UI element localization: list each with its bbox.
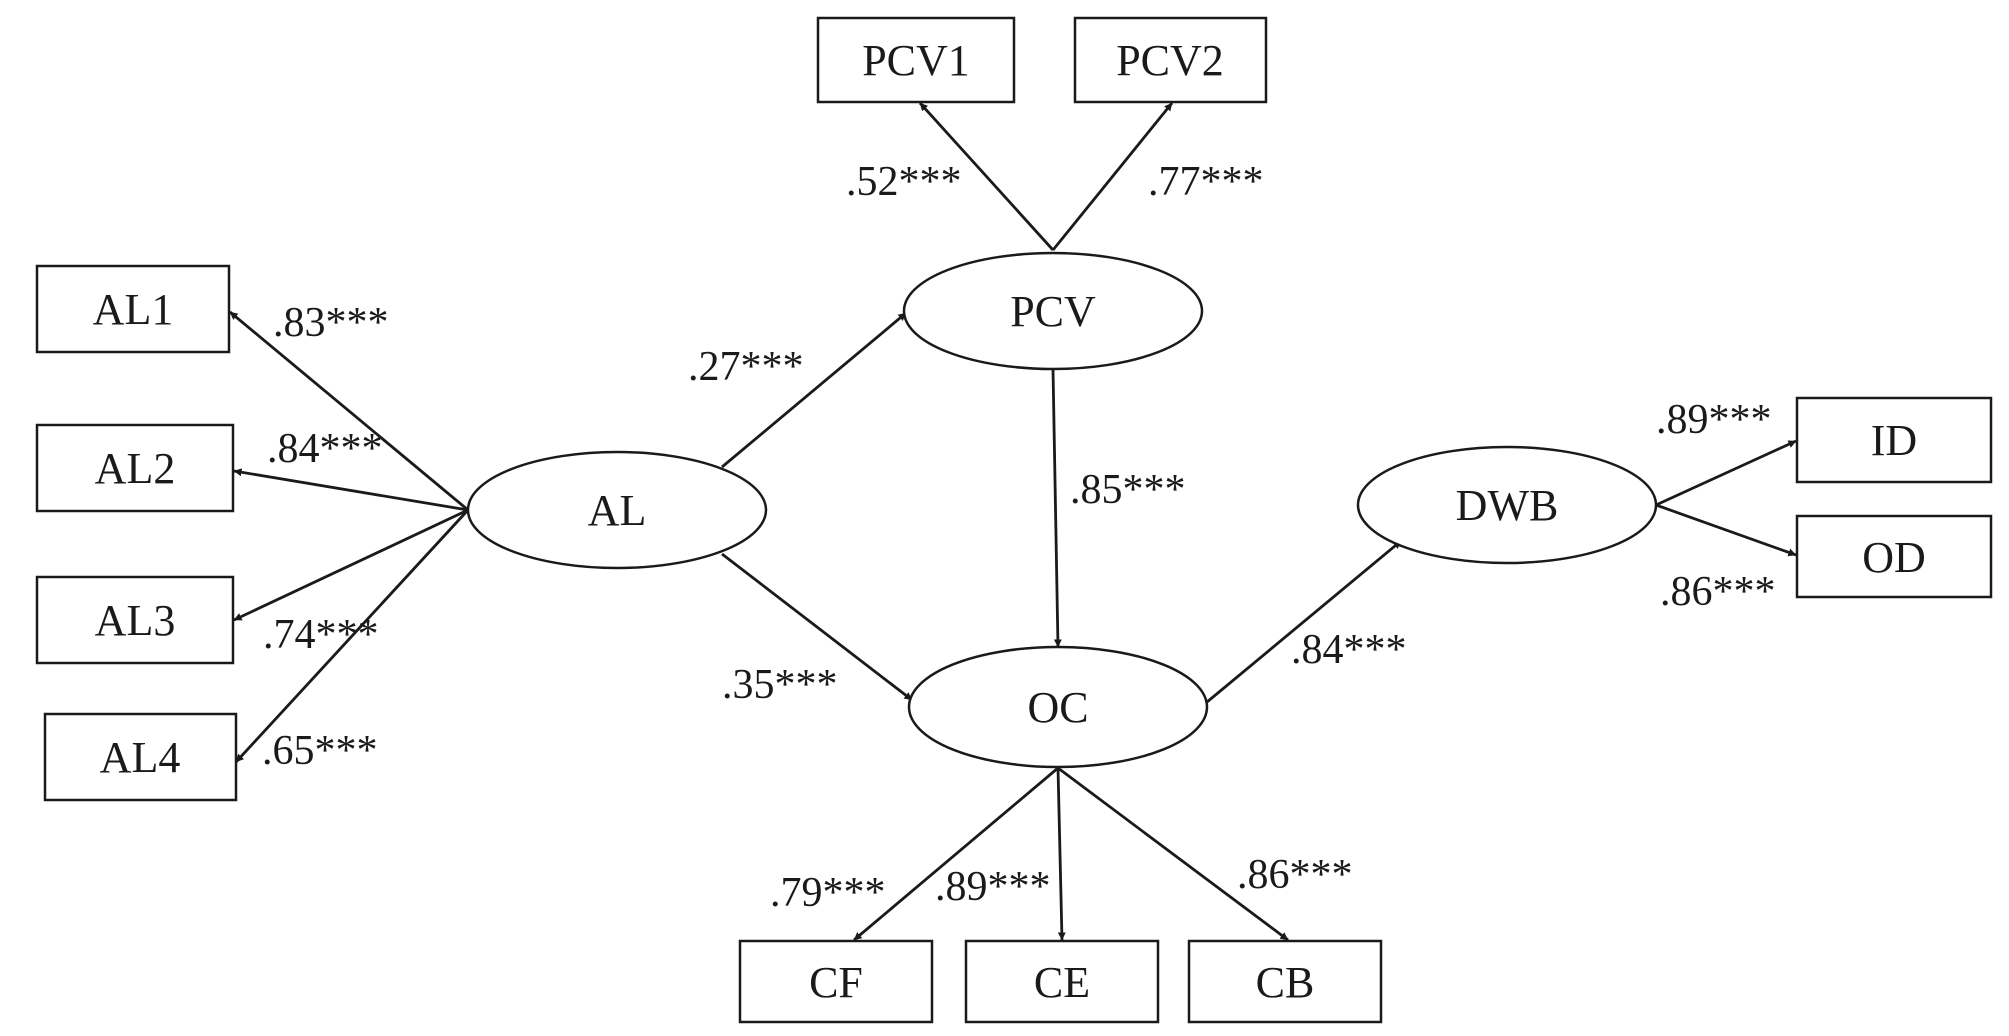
- latent-al: AL: [466, 450, 768, 570]
- arrow-al-to-al3: [233, 508, 469, 622]
- loading-oc-cf: .79***: [770, 870, 886, 916]
- loading-dwb-id: .89***: [1656, 397, 1772, 443]
- indicator-al1: AL1: [35, 264, 231, 354]
- indicator-id: ID: [1795, 396, 1993, 484]
- arrow-pcv-to-oc: [1051, 368, 1062, 648]
- indicator-al4-label: AL4: [100, 733, 181, 782]
- loading-al-al3: .74***: [263, 612, 379, 658]
- indicator-al3: AL3: [35, 575, 235, 665]
- indicator-cf: CF: [738, 939, 934, 1024]
- indicator-pcv2-label: PCV2: [1116, 36, 1224, 85]
- indicator-cb-label: CB: [1256, 958, 1315, 1007]
- arrow-dwb-to-od: [1655, 503, 1797, 557]
- indicator-id-label: ID: [1871, 416, 1917, 465]
- arrow-dwb-to-id: [1655, 439, 1797, 507]
- latent-pcv: PCV: [902, 251, 1204, 371]
- arrow-al-to-oc: [721, 552, 913, 702]
- indicator-cf-label: CF: [809, 958, 863, 1007]
- loading-al-al4: .65***: [262, 728, 378, 774]
- path-al-oc: .35***: [722, 662, 838, 708]
- arrow-oc-to-dwb: [1206, 539, 1402, 704]
- indicator-od-label: OD: [1862, 533, 1926, 582]
- loading-dwb-od: .86***: [1660, 569, 1776, 615]
- arrow-pcv-to-pcv2: [1051, 102, 1174, 251]
- loading-al-al2: .84***: [267, 426, 383, 472]
- indicator-al3-label: AL3: [95, 596, 176, 645]
- arrow-al-to-al4: [234, 509, 470, 763]
- arrow-al-to-al1: [229, 310, 469, 512]
- loading-oc-cb: .86***: [1237, 852, 1353, 898]
- arrow-al-to-pcv: [721, 311, 907, 469]
- indicator-pcv1-label: PCV1: [862, 36, 970, 85]
- latent-oc: OC: [907, 645, 1209, 769]
- indicator-od: OD: [1795, 514, 1993, 599]
- indicator-pcv1: PCV1: [816, 16, 1016, 104]
- loading-al-al1: .83***: [273, 300, 389, 346]
- indicator-ce-label: CE: [1034, 958, 1090, 1007]
- indicator-pcv2: PCV2: [1073, 16, 1268, 104]
- arrow-oc-to-cb: [1057, 766, 1289, 942]
- arrow-oc-to-cf: [853, 766, 1059, 942]
- path-al-pcv: .27***: [688, 344, 804, 390]
- loading-pcv-pcv1: .52***: [846, 159, 962, 205]
- loading-oc-ce: .89***: [935, 864, 1051, 910]
- indicator-al2-label: AL2: [95, 444, 176, 493]
- arrow-al-to-al2: [233, 468, 469, 512]
- indicator-ce: CE: [964, 939, 1160, 1024]
- indicator-al4: AL4: [43, 712, 238, 802]
- indicator-cb: CB: [1187, 939, 1383, 1024]
- loading-pcv-pcv2: .77***: [1148, 159, 1264, 205]
- latent-al-label: AL: [588, 486, 647, 535]
- path-oc-dwb: .84***: [1291, 627, 1407, 673]
- latent-dwb: DWB: [1356, 445, 1658, 565]
- latent-dwb-label: DWB: [1456, 481, 1559, 530]
- indicator-al1-label: AL1: [93, 285, 174, 334]
- latent-pcv-label: PCV: [1010, 287, 1096, 336]
- latent-oc-label: OC: [1027, 683, 1088, 732]
- indicator-al2: AL2: [35, 423, 235, 513]
- arrow-pcv-to-pcv1: [918, 102, 1055, 251]
- path-pcv-oc: .85***: [1070, 467, 1186, 513]
- arrow-oc-to-ce: [1056, 767, 1066, 941]
